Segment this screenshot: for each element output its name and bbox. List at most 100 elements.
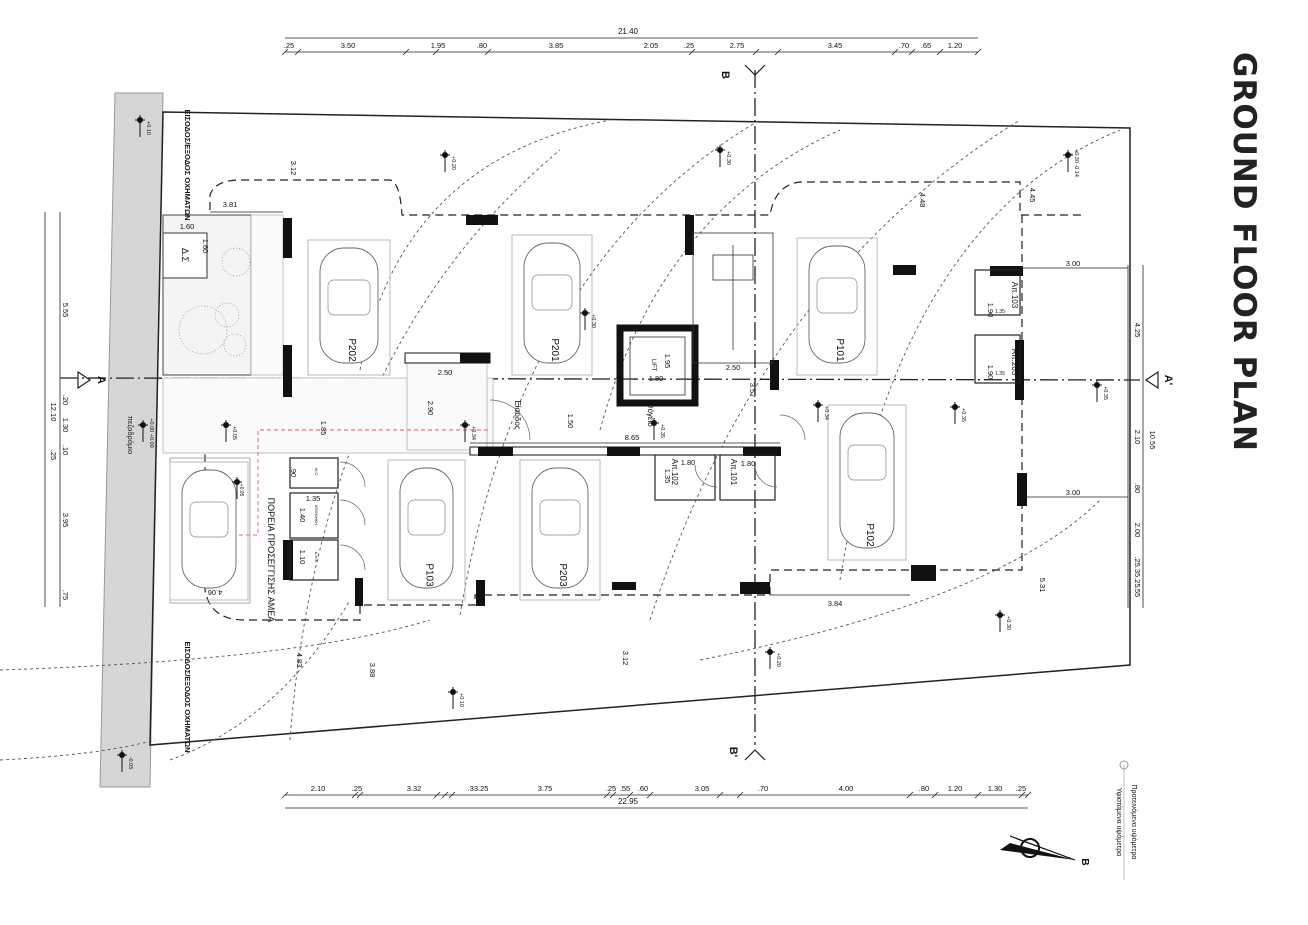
dimension-interior: 1.40 — [298, 508, 307, 523]
walls — [283, 215, 1027, 606]
wc-label: W.C. — [314, 468, 319, 477]
dimension-interior: 3.57 — [748, 383, 757, 398]
parking-space-label: P102 — [864, 523, 875, 547]
dimension-interior: 1.50 — [566, 414, 575, 429]
level-legend — [1119, 760, 1129, 880]
dimension-right: 2.00 — [1133, 523, 1142, 538]
parking-space-label: P201 — [549, 338, 560, 362]
dimension-interior: 3.00 — [1066, 259, 1081, 268]
dimension-top: .65 — [921, 41, 931, 50]
dimension-left: 1.30 — [61, 418, 70, 433]
dimension-interior: 4.83 — [295, 653, 304, 668]
level-marker: +0.30 — [1005, 616, 1011, 630]
dimension-top: 1.20 — [948, 41, 963, 50]
level-marker: +0.05 — [238, 484, 244, 497]
section-a-prime-label: A' — [1162, 375, 1174, 386]
dimension-bottom: 1.30 — [988, 784, 1003, 793]
car-icon — [519, 459, 601, 601]
dimension-left: .20 — [61, 395, 70, 405]
accessible-route-line — [232, 429, 490, 536]
dimension-interior: 4.45 — [1028, 188, 1037, 203]
ground-floor-label: Ισόγειο — [646, 401, 655, 427]
dimension-interior: 3.12 — [289, 161, 298, 176]
dimension-total-top: 21.40 — [618, 27, 639, 36]
dimension-lines — [44, 37, 1144, 809]
dimension-interior: 1.35 — [995, 309, 1005, 315]
dimension-top: .70 — [899, 41, 909, 50]
dimension-interior: 1.60 — [201, 239, 210, 254]
level-marker-icon — [221, 420, 231, 442]
drawing-title: GROUND FLOOR PLAN — [1222, 52, 1262, 452]
parking-space-label: P103 — [424, 563, 435, 587]
dimension-right: 2.10 — [1133, 430, 1142, 445]
level-marker-icon — [765, 647, 775, 669]
dimension-interior: 2.90 — [426, 401, 435, 416]
dimension-top: 3.50 — [341, 41, 356, 50]
dimension-bottom: .33.25 — [468, 784, 489, 793]
entrance-label: Είσοδος — [513, 400, 522, 429]
dimension-interior: 4.06 — [208, 588, 223, 597]
storage-203-label: Απ.203 — [1010, 349, 1019, 376]
section-arrow-icons — [77, 64, 1159, 761]
dimension-bottom: .60 — [638, 784, 648, 793]
storage-102-label: Απ.102 — [670, 459, 679, 486]
dimension-top: 1.95 — [431, 41, 446, 50]
legend-proposed-levels: Προτεινόμενα υψόμετρα — [1130, 785, 1138, 860]
lift-car — [629, 336, 686, 396]
dimension-interior: 1.35 — [306, 494, 321, 503]
storage-label: ΑΠΟΘΗΚΗ — [314, 505, 319, 525]
storage-101-label: Απ.101 — [729, 459, 738, 486]
paving-hatch — [162, 214, 494, 454]
parking-space-label: P203 — [557, 563, 568, 587]
dimension-interior: 3.81 — [223, 200, 238, 209]
dimension-right: .80 — [1133, 483, 1142, 493]
staircase — [692, 232, 774, 364]
level-marker-icon — [135, 115, 145, 137]
level-marker: +0.35 — [960, 408, 966, 422]
dimension-top: 2.05 — [644, 41, 659, 50]
dimension-top: .25 — [284, 41, 294, 50]
car-icon — [169, 461, 249, 601]
storage-rooms — [289, 269, 1021, 581]
level-marker: +0.34 — [823, 406, 829, 420]
car-icon — [307, 239, 391, 376]
storage-103-label: Απ.103 — [1010, 282, 1019, 309]
dimension-left: .75 — [61, 590, 70, 600]
dimension-bottom: .25 — [352, 784, 362, 793]
transformer-label: Δ.Σ — [180, 248, 190, 263]
dimension-interior: 1.10 — [298, 550, 307, 565]
dimension-right: 10.55 — [1148, 431, 1157, 450]
level-marker: -0.05 — [127, 757, 133, 770]
dimension-bottom: 4.00 — [839, 784, 854, 793]
car-icon — [387, 459, 466, 601]
level-marker-icon — [950, 402, 960, 424]
dimension-left: .10 — [61, 445, 70, 455]
vehicle-entrance-label: ΕΙΣΟΔΟΣ/ΕΞΟΔΟΣ ΟΧΗΜΑΤΩΝ — [183, 641, 192, 752]
parking-space-label: P101 — [834, 338, 845, 362]
level-marker-icon — [460, 420, 470, 442]
level-marker: +0.30 -0.14 — [1073, 149, 1079, 177]
transformer-room — [162, 232, 208, 279]
dimension-interior: 3.84 — [828, 599, 843, 608]
door-swings — [339, 399, 806, 571]
dimension-top: 3.85 — [549, 41, 564, 50]
level-marker: +0.35 — [1102, 386, 1108, 400]
legend-existing-levels: Υφιστάμενα υψόμετρα — [1115, 788, 1123, 856]
dimension-interior: 3.12 — [621, 651, 630, 666]
level-marker: +0.34 — [470, 426, 476, 440]
dimension-top: 3.45 — [828, 41, 843, 50]
level-marker: +0.10 — [145, 121, 151, 135]
dimension-interior: .90 — [289, 467, 298, 477]
level-marker-icon — [715, 145, 725, 167]
north-label: B — [1079, 858, 1090, 865]
dimension-interior: 1.90 — [986, 365, 995, 380]
dimension-bottom: 3.05 — [695, 784, 710, 793]
car-icon — [827, 404, 907, 561]
level-marker-icon — [649, 418, 659, 440]
level-marker: +0.00 +0.00 — [148, 418, 154, 447]
level-marker-icon — [1092, 380, 1102, 402]
electric-room-label: Α.Η.Κ — [314, 552, 319, 563]
dimension-ticks — [281, 48, 1032, 799]
car-icon — [511, 234, 593, 376]
dimension-interior: 1.80 — [681, 458, 696, 467]
